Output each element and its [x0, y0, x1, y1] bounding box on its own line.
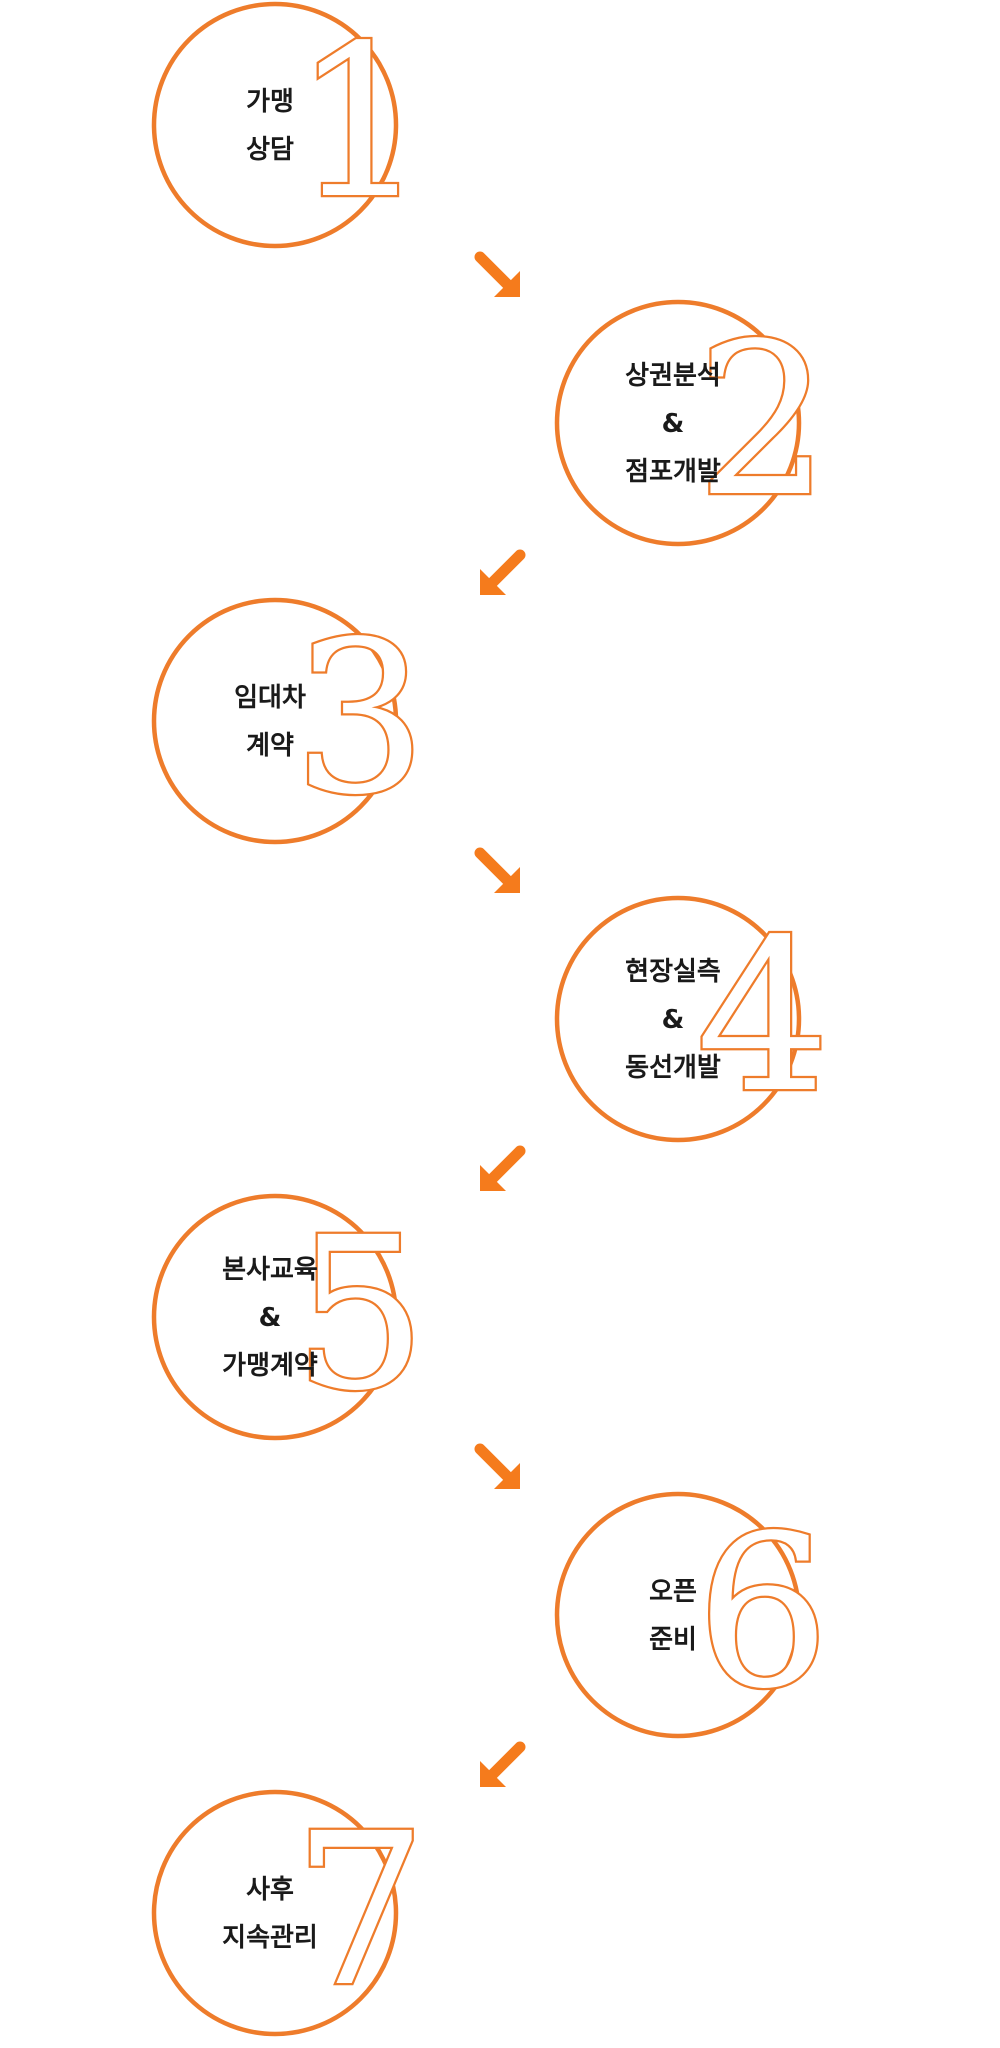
step-number: 7 [293, 1788, 427, 2033]
step-label-line: 가맹 [246, 87, 294, 117]
arrow-down-right-icon [474, 847, 520, 893]
step-label-line: & [259, 1303, 282, 1333]
step-label-line: 상권분석 [625, 361, 721, 391]
step-label-line: 현장실측 [625, 957, 721, 987]
step-circle [554, 895, 802, 1143]
step-label-line: 상담 [246, 135, 294, 165]
step-number: 5 [293, 1192, 427, 1437]
step-number: 4 [696, 894, 830, 1139]
step-label-line: 사후 [246, 1875, 294, 1905]
step-label-line: 본사교육 [222, 1255, 318, 1285]
step-label-line: 오픈 [649, 1577, 697, 1607]
step-label-line: 계약 [246, 731, 294, 761]
arrow-down-left-icon [480, 1741, 526, 1787]
step-circle [554, 299, 802, 547]
step-label-line: & [662, 1005, 685, 1035]
step-label-line: 점포개발 [625, 457, 721, 487]
step-label-line: 준비 [649, 1625, 697, 1655]
step-circle [151, 1789, 399, 2037]
step-label-line: & [662, 409, 685, 439]
step-number: 6 [696, 1490, 830, 1735]
arrow-down-right-icon [474, 1443, 520, 1489]
step-circle [151, 1193, 399, 1441]
step-label-line: 임대차 [234, 683, 306, 713]
arrow-down-left-icon [480, 549, 526, 595]
arrow-down-left-icon [480, 1145, 526, 1191]
step-circle [151, 597, 399, 845]
step-number: 2 [696, 298, 830, 543]
step-label-line: 동선개발 [625, 1053, 721, 1083]
step-number: 3 [293, 596, 427, 841]
step-label-line: 가맹계약 [222, 1351, 318, 1381]
step-number: 1 [293, 0, 427, 245]
step-label-line: 지속관리 [222, 1923, 318, 1953]
arrow-down-right-icon [474, 251, 520, 297]
step-circle [554, 1491, 802, 1739]
step-circle [151, 1, 399, 249]
